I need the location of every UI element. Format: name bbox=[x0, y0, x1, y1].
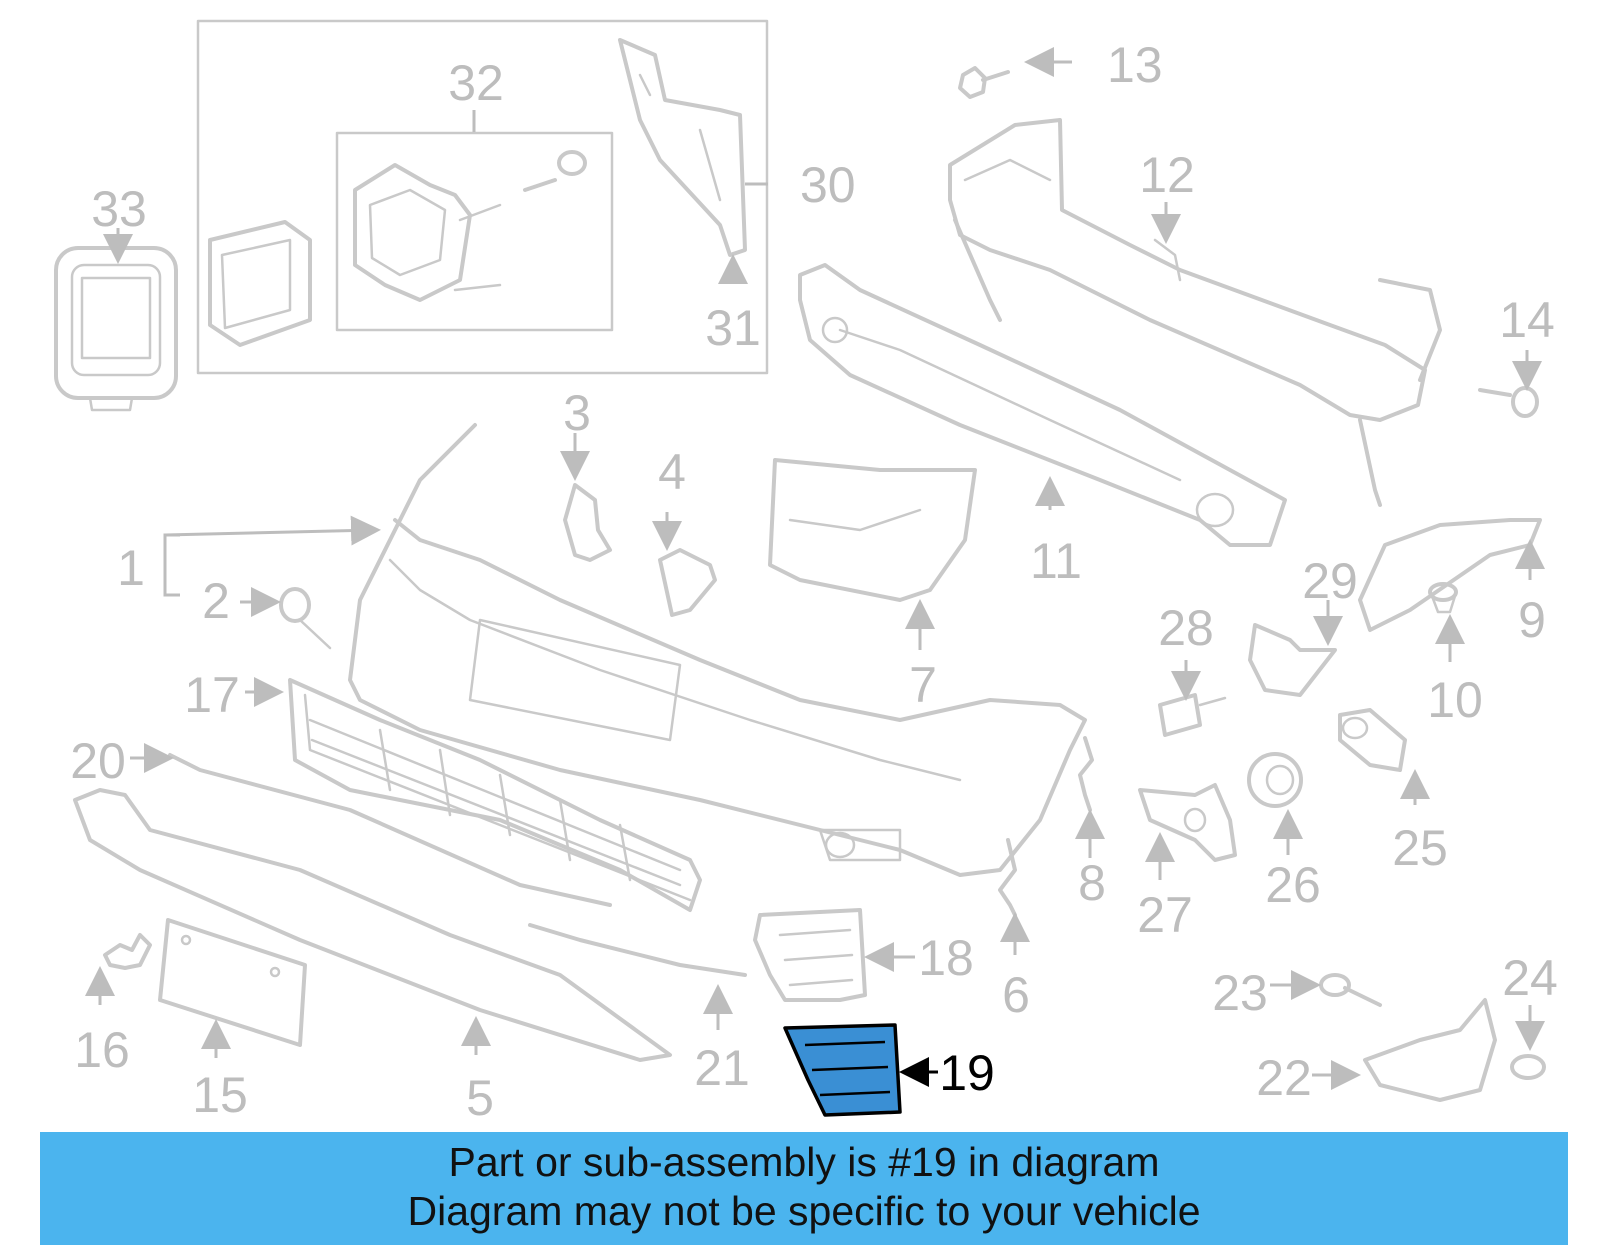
part-1-bumper-cover bbox=[348, 423, 1087, 877]
label-18: 18 bbox=[918, 930, 974, 986]
info-banner: Part or sub-assembly is #19 in diagram D… bbox=[40, 1132, 1568, 1245]
banner-line-2: Diagram may not be specific to your vehi… bbox=[407, 1188, 1201, 1234]
part-17-grille bbox=[288, 678, 702, 912]
label-33: 33 bbox=[91, 181, 147, 237]
part-10-clip bbox=[1428, 582, 1458, 614]
label-3: 3 bbox=[563, 385, 591, 441]
sensor-subgroup-box bbox=[335, 131, 614, 332]
label-17: 17 bbox=[184, 667, 240, 723]
part-32-sensor-module bbox=[208, 150, 587, 347]
label-6: 6 bbox=[1002, 967, 1030, 1023]
part-11-absorber bbox=[798, 263, 1287, 547]
part-4-bracket bbox=[658, 548, 717, 617]
label-20: 20 bbox=[70, 733, 126, 789]
label-30: 30 bbox=[800, 157, 856, 213]
part-30-bracket bbox=[618, 38, 747, 257]
label-21: 21 bbox=[694, 1040, 750, 1096]
label-5: 5 bbox=[466, 1070, 494, 1126]
label-29: 29 bbox=[1302, 553, 1358, 609]
label-24: 24 bbox=[1502, 950, 1558, 1006]
part-33-radar-cover bbox=[54, 246, 178, 412]
sensor-group-box bbox=[196, 19, 769, 375]
label-9: 9 bbox=[1518, 592, 1546, 648]
label-15: 15 bbox=[192, 1067, 248, 1123]
label-7: 7 bbox=[909, 657, 937, 713]
label-11: 11 bbox=[1030, 533, 1082, 589]
part-9-side-bracket bbox=[1358, 518, 1542, 632]
part-16-clip bbox=[103, 933, 152, 970]
part-19-trim-highlighted bbox=[783, 1023, 902, 1117]
part-7-bracket bbox=[768, 458, 977, 602]
part-14-bolt bbox=[1478, 386, 1539, 418]
part-26-ring bbox=[1247, 752, 1303, 808]
label-12: 12 bbox=[1139, 147, 1195, 203]
label-2: 2 bbox=[202, 573, 230, 629]
label-19-highlighted: 19 bbox=[939, 1045, 995, 1101]
part-27-bracket bbox=[1138, 783, 1237, 862]
part-3-bracket bbox=[563, 483, 612, 562]
label-8: 8 bbox=[1078, 855, 1106, 911]
label-14: 14 bbox=[1499, 292, 1555, 348]
label-26: 26 bbox=[1265, 857, 1321, 913]
leader-lines bbox=[85, 47, 1545, 1090]
label-28: 28 bbox=[1158, 600, 1214, 656]
label-13: 13 bbox=[1107, 37, 1163, 93]
banner-line-1: Part or sub-assembly is #19 in diagram bbox=[448, 1139, 1160, 1185]
part-25-park-sensor bbox=[1338, 708, 1407, 772]
part-18-trim bbox=[753, 908, 867, 1002]
part-29-bracket bbox=[1248, 623, 1337, 697]
label-22: 22 bbox=[1256, 1050, 1312, 1106]
label-16: 16 bbox=[74, 1022, 130, 1078]
label-27: 27 bbox=[1137, 887, 1193, 943]
label-23: 23 bbox=[1212, 965, 1268, 1021]
part-24-clip bbox=[1510, 1054, 1546, 1080]
part-12-reinforcement bbox=[948, 118, 1442, 507]
part-23-bolt bbox=[1319, 973, 1382, 1007]
part-6-rivet bbox=[998, 838, 1017, 917]
part-2-tow-cap bbox=[279, 587, 332, 650]
label-10: 10 bbox=[1427, 672, 1483, 728]
label-4: 4 bbox=[658, 444, 686, 500]
label-32: 32 bbox=[448, 55, 504, 111]
part-21-strip bbox=[528, 923, 747, 977]
part-5-lower-spoiler bbox=[73, 788, 672, 1062]
part-13-bolt bbox=[958, 66, 1010, 99]
part-20-strip bbox=[168, 753, 612, 907]
part-28-sensor bbox=[1158, 693, 1227, 737]
part-22-bracket bbox=[1363, 998, 1497, 1102]
label-25: 25 bbox=[1392, 820, 1448, 876]
part-8-rivet bbox=[1078, 736, 1094, 812]
label-31: 31 bbox=[705, 300, 761, 356]
label-1: 1 bbox=[117, 540, 145, 596]
part-15-plate-bracket bbox=[158, 918, 307, 1047]
